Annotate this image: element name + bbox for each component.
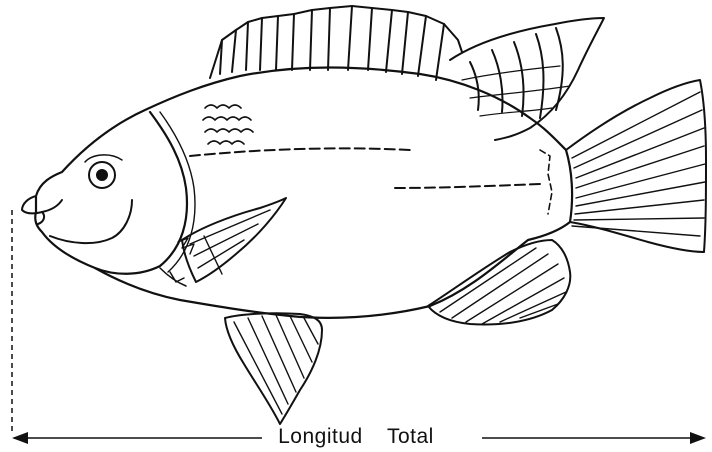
caudal-fin xyxy=(566,80,706,252)
mouth xyxy=(22,196,62,224)
jaw-line xyxy=(50,200,132,243)
belly-detail xyxy=(160,268,186,286)
fish-body-outline xyxy=(35,68,572,318)
scale-patch xyxy=(203,105,253,144)
lateral-line-lower xyxy=(395,184,540,188)
anal-fin xyxy=(428,240,570,324)
dorsal-soft-fin xyxy=(450,18,604,140)
lateral-line-upper xyxy=(190,148,410,156)
dorsal-spiny-fin xyxy=(210,6,462,80)
gill-cover xyxy=(95,112,187,274)
total-length-label: Longitud Total xyxy=(0,425,712,449)
total-length-text: Longitud Total xyxy=(270,425,442,448)
pelvic-fin xyxy=(225,313,322,424)
eye xyxy=(85,155,122,188)
